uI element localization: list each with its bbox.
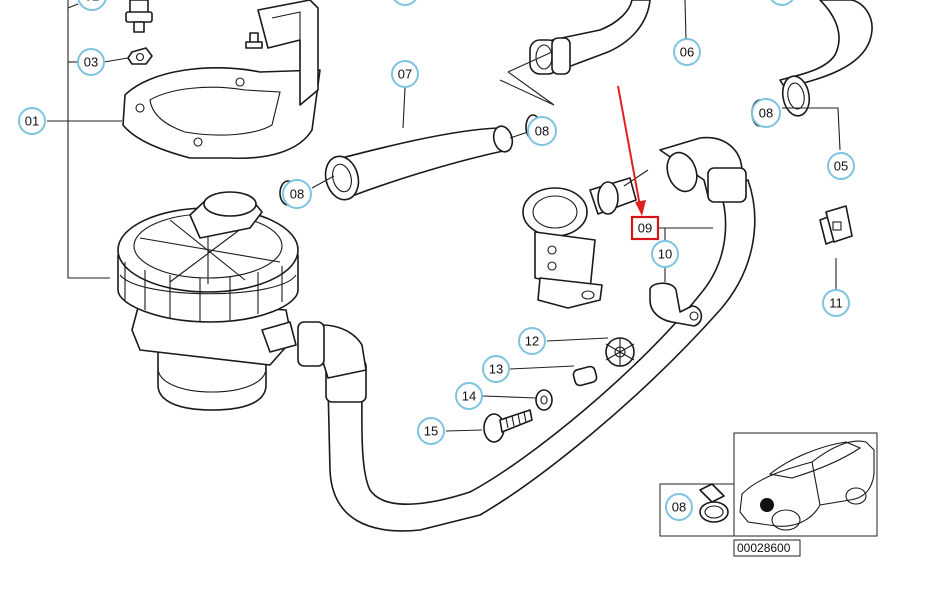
clamp-inset-part <box>699 483 729 523</box>
car-locator-illustration <box>739 440 875 531</box>
callout-05[interactable]: 05 <box>827 152 855 180</box>
callout-03[interactable]: 03 <box>77 48 105 76</box>
callout-08-upper[interactable]: 08 <box>527 116 557 146</box>
callout-06[interactable]: 06 <box>673 38 701 66</box>
callout-14[interactable]: 14 <box>455 382 483 410</box>
clip-part <box>819 205 853 245</box>
air-pump-part <box>117 191 299 411</box>
callout-01[interactable]: 01 <box>18 107 46 135</box>
callout-13[interactable]: 13 <box>482 355 510 383</box>
nut-part <box>127 47 153 65</box>
callout-08-left[interactable]: 08 <box>282 179 312 209</box>
callout-07[interactable]: 07 <box>391 60 419 88</box>
callout-10[interactable]: 10 <box>651 240 679 268</box>
engine-location-dot <box>760 498 774 512</box>
hose-part-06 <box>529 0 651 75</box>
check-valve-part <box>522 177 637 309</box>
callout-top-partial-2[interactable] <box>769 0 795 6</box>
svg-text:09: 09 <box>638 221 652 236</box>
callout-15[interactable]: 15 <box>417 417 445 445</box>
stud-bolt-part <box>125 0 153 33</box>
highlight-arrow <box>617 85 646 216</box>
callout-12[interactable]: 12 <box>518 327 546 355</box>
callout-08-inset[interactable]: 08 <box>665 493 693 521</box>
hose-holder-part <box>649 282 703 327</box>
inset-panel: 08 00028600 <box>659 432 878 557</box>
hose-part-05 <box>779 0 873 117</box>
callout-09-highlighted[interactable]: 09 <box>630 215 660 241</box>
hose-part-07 <box>324 125 514 201</box>
callout-top-partial-1[interactable] <box>392 0 418 6</box>
grommet-part <box>605 337 635 367</box>
washer-part <box>535 389 553 411</box>
bracket-part <box>122 0 321 160</box>
bushing-part <box>572 365 598 387</box>
callout-02[interactable]: 02 <box>77 0 107 11</box>
callout-08-right[interactable]: 08 <box>751 98 781 128</box>
reference-number: 00028600 <box>737 541 791 555</box>
leader-lines <box>47 0 841 432</box>
main-hose-part <box>297 136 756 532</box>
callout-11[interactable]: 11 <box>822 289 850 317</box>
bolt-part <box>483 409 533 443</box>
